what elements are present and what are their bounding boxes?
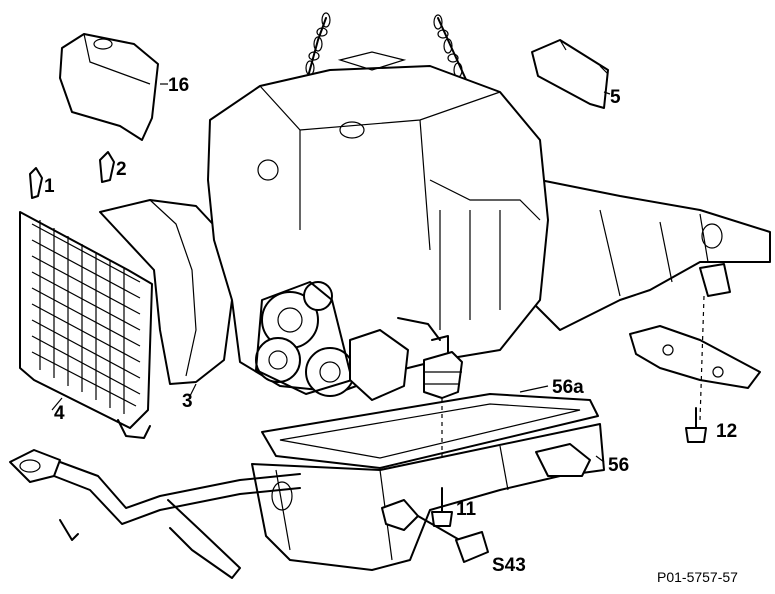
engine-mount xyxy=(397,317,463,399)
leader-lines xyxy=(51,83,611,463)
callout-56: 56 xyxy=(608,455,630,476)
transmission-mount-bracket xyxy=(629,263,761,389)
bolt-11 xyxy=(431,487,453,527)
callout-11: 11 xyxy=(456,499,477,520)
engine-block xyxy=(207,51,549,401)
engine-cover xyxy=(59,33,159,141)
oil-level-sensor xyxy=(381,499,489,563)
callout-56a: 56a xyxy=(552,377,584,398)
oil-pan xyxy=(251,423,605,571)
callout-16: 16 xyxy=(168,75,190,96)
clip-part-2 xyxy=(99,151,115,183)
bolt-12 xyxy=(685,407,707,443)
callout-3: 3 xyxy=(182,391,193,412)
callout-1: 1 xyxy=(44,176,55,197)
callout-2: 2 xyxy=(116,159,127,180)
fan-shroud xyxy=(99,199,233,385)
oil-pan-gasket xyxy=(261,393,599,469)
callout-12: 12 xyxy=(716,421,738,442)
callout-5: 5 xyxy=(610,87,621,108)
callout-S43: S43 xyxy=(492,555,526,576)
clip-part-1 xyxy=(29,167,43,199)
heat-shield xyxy=(531,39,609,109)
transmission xyxy=(529,179,771,331)
callout-4: 4 xyxy=(54,403,65,424)
guide-lines xyxy=(441,295,705,500)
exhaust-pipe xyxy=(9,449,301,579)
radiator xyxy=(19,211,153,439)
reference-code: P01-5757-57 xyxy=(657,569,738,585)
